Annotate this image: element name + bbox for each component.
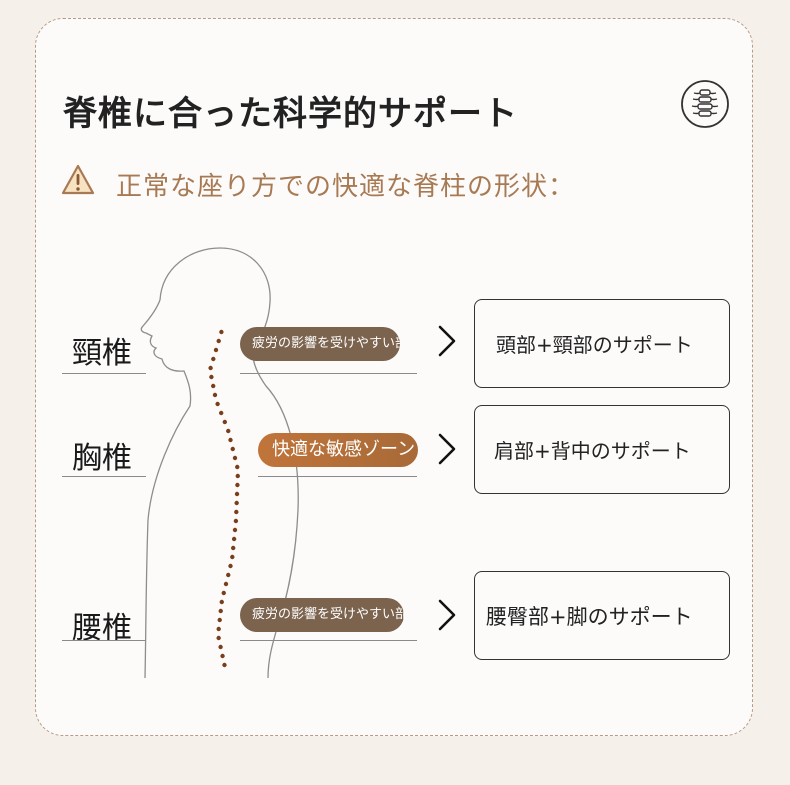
spine-dot	[215, 401, 220, 407]
spine-dot	[212, 392, 218, 398]
spine-icon	[681, 80, 729, 128]
note-underline	[258, 476, 417, 477]
support-text: 肩部+背中のサポート	[494, 439, 691, 463]
spine-dot	[216, 338, 221, 344]
region-divider	[62, 640, 146, 641]
chevron-right-icon	[438, 433, 456, 465]
region-label-cervical: 頸椎	[72, 336, 132, 371]
note-underline	[240, 640, 417, 641]
spine-dot	[235, 482, 240, 488]
spine-dot	[211, 356, 216, 362]
chevron-right-icon	[438, 599, 456, 631]
region-note-cervical: 疲労の影響を受けやすい部分	[240, 327, 400, 361]
spine-dot	[223, 581, 229, 587]
spine-dot	[220, 653, 225, 659]
spine-dot	[234, 509, 239, 515]
support-text: 腰臀部+脚のサポート	[486, 604, 693, 629]
warning-icon	[61, 164, 95, 195]
spine-dot	[232, 455, 238, 461]
spine-dot	[234, 500, 239, 506]
spine-dot	[209, 374, 214, 380]
region-note-thoracic: 快適な敏感ゾーン	[258, 433, 418, 467]
chevron-right-icon	[438, 325, 456, 357]
support-box-shoulder-back: 肩部+背中のサポート	[474, 405, 730, 494]
region-label-thoracic: 胸椎	[72, 441, 132, 476]
support-box-hip-leg: 腰臀部+脚のサポート	[474, 571, 730, 660]
spine-dot	[230, 446, 235, 452]
region-divider	[62, 373, 146, 374]
spine-dot	[231, 545, 236, 551]
spine-dot	[233, 518, 239, 524]
spine-dot	[218, 608, 223, 614]
spine-dot	[208, 365, 213, 371]
spine-dot	[226, 572, 231, 578]
spine-dot	[234, 491, 240, 497]
spine-dot	[228, 437, 233, 443]
spine-dot	[211, 383, 216, 389]
spine-dot	[231, 536, 237, 542]
spine-dot	[230, 554, 235, 560]
spine-dot	[221, 590, 226, 596]
spine-dot	[226, 428, 231, 434]
support-box-head-neck: 頭部+頸部のサポート	[474, 299, 730, 388]
spine-dot	[219, 329, 224, 335]
spine-dot	[222, 662, 227, 668]
spine-dot	[222, 419, 227, 425]
spine-dot	[217, 617, 222, 623]
spine-dot	[228, 563, 233, 569]
spine-dot	[213, 347, 219, 353]
spine-dot	[216, 635, 221, 641]
support-text: 頭部+頸部のサポート	[496, 333, 693, 357]
page-title: 脊椎に合った科学的サポート	[63, 94, 518, 134]
note-underline	[240, 373, 417, 374]
spine-dot	[235, 473, 240, 479]
region-divider	[62, 476, 146, 477]
spine-dot	[218, 644, 223, 650]
spine-dot	[235, 464, 240, 470]
spine-dot	[216, 626, 221, 632]
spine-dot	[219, 599, 224, 605]
region-note-lumbar: 疲労の影響を受けやすい部分	[240, 598, 404, 632]
spine-dot	[219, 410, 224, 416]
spine-dot	[232, 527, 238, 533]
subtitle: 正常な座り方での快適な脊柱の形状：	[116, 172, 576, 202]
